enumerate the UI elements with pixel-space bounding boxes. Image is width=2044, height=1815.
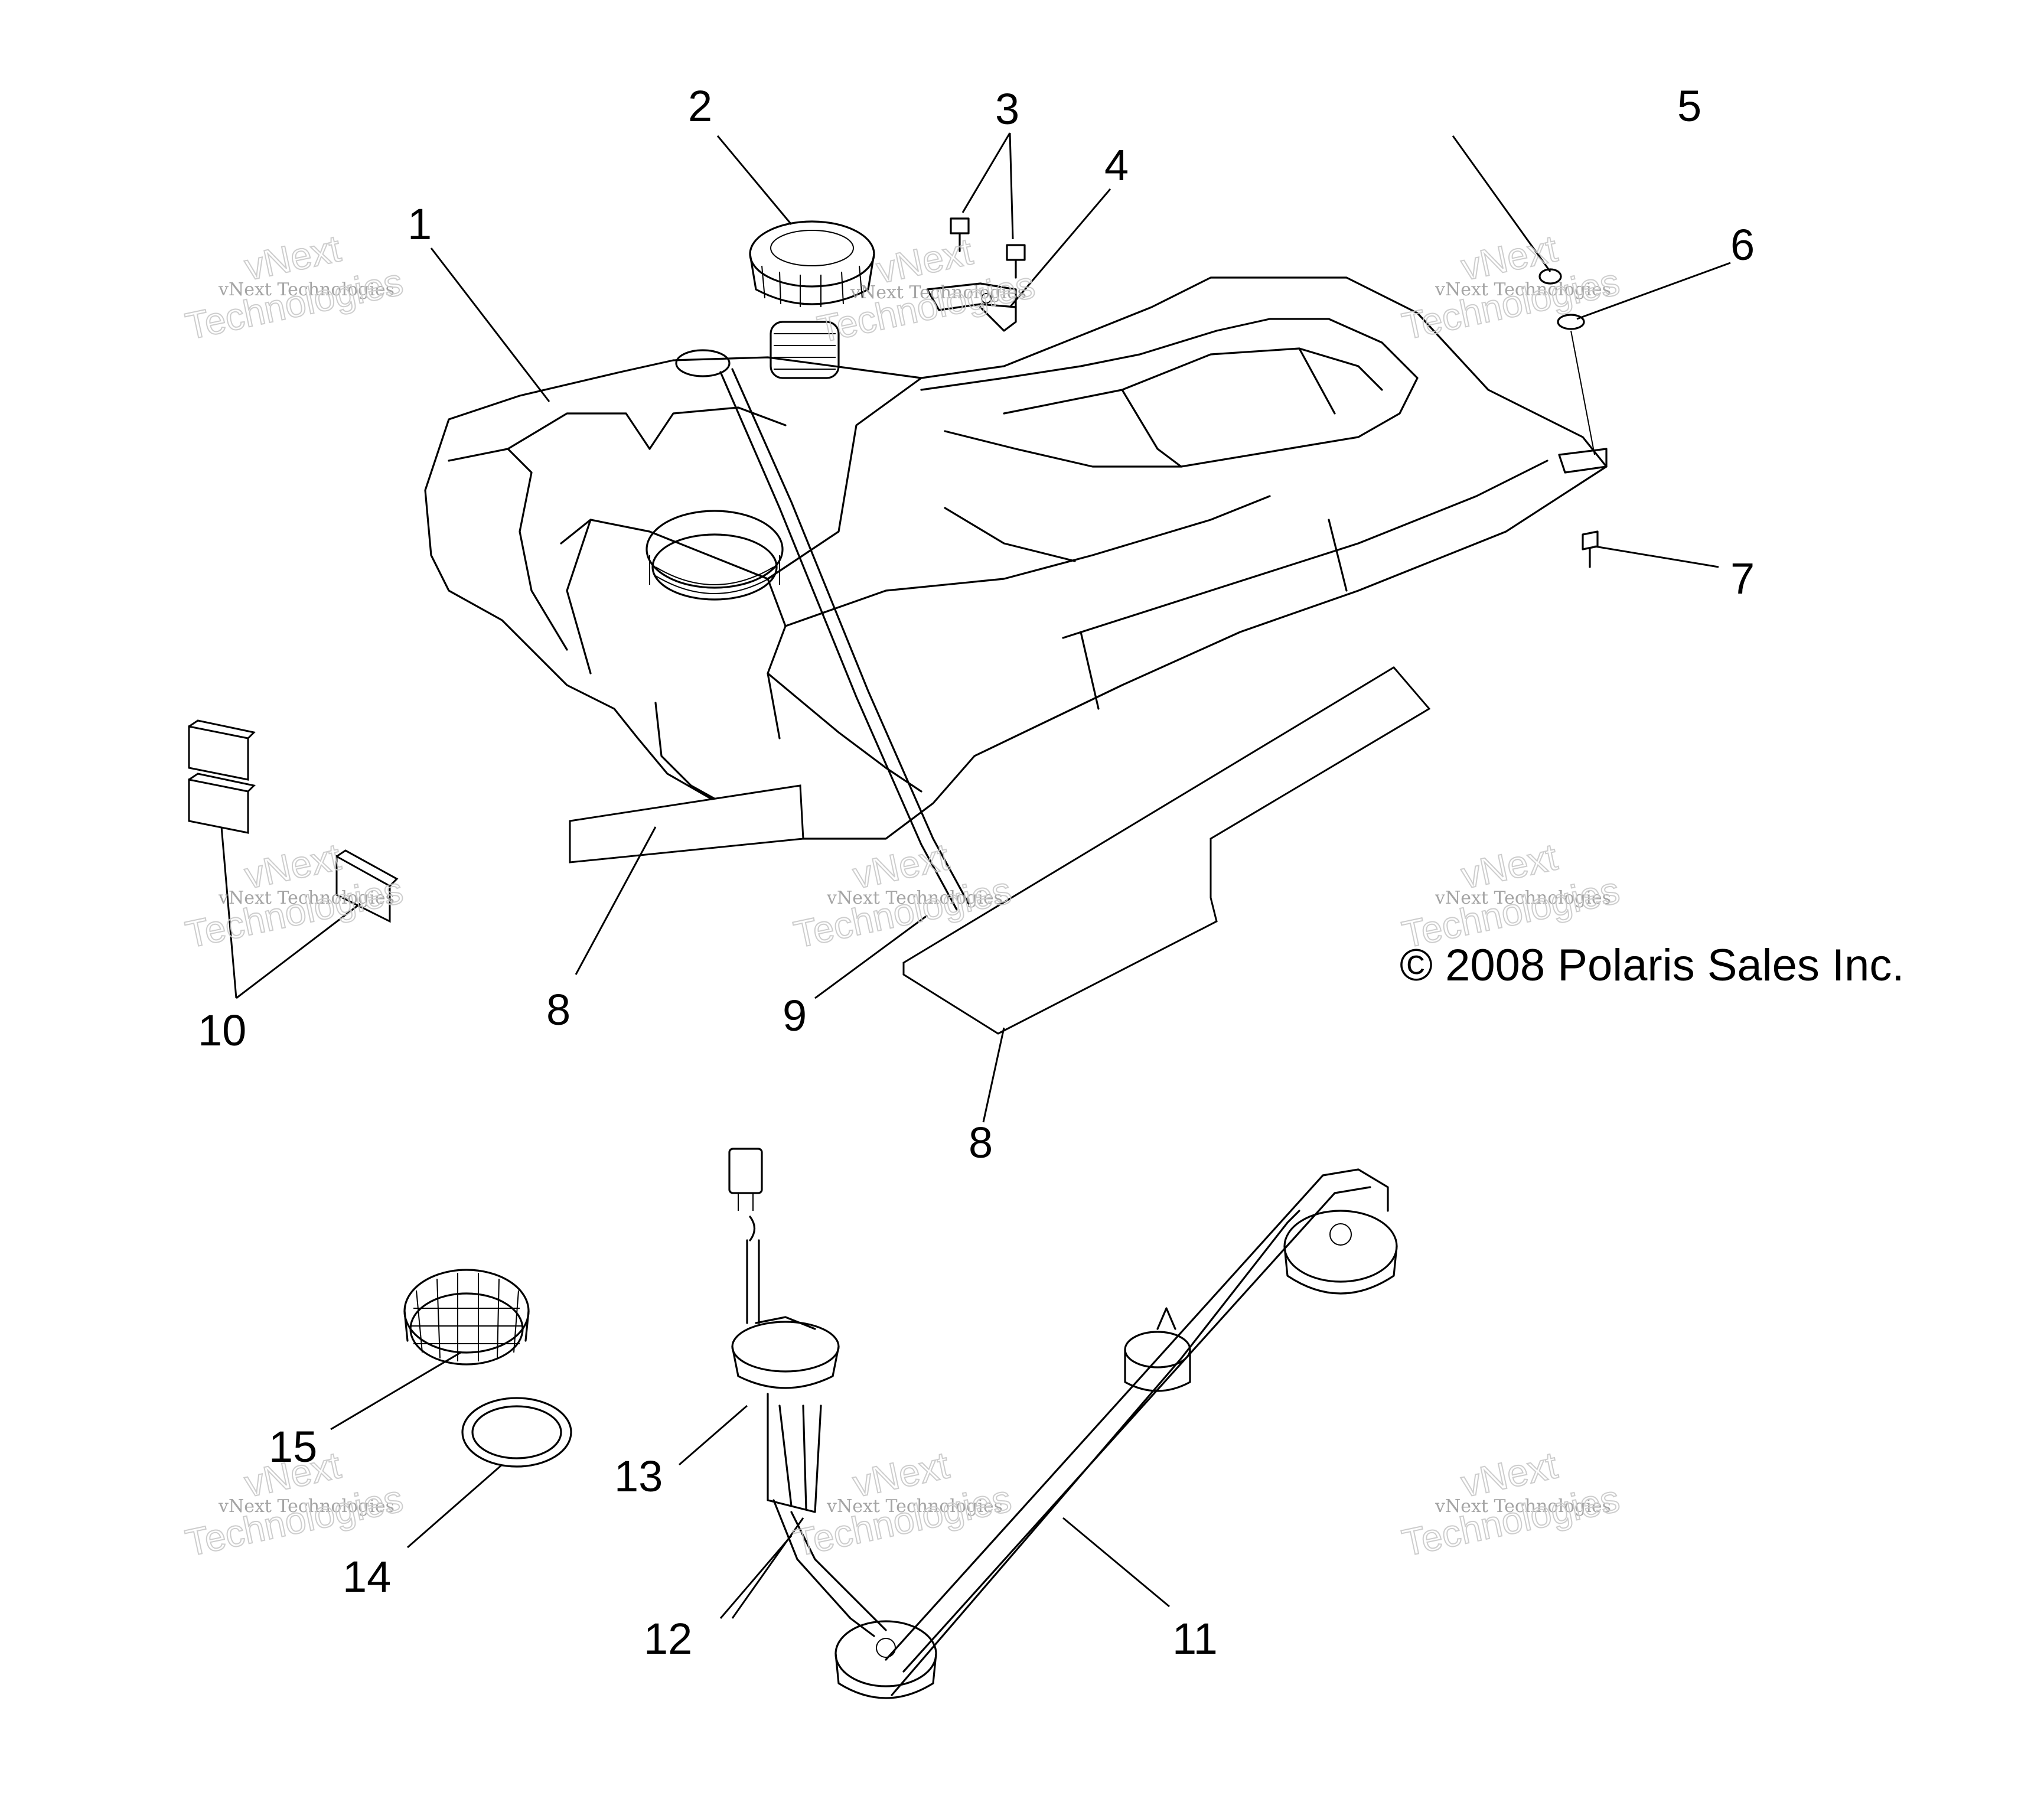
callout-2: 2	[688, 82, 712, 131]
svg-text:vNext Technologies: vNext Technologies	[1435, 888, 1611, 908]
callout-11: 11	[1172, 1614, 1218, 1663]
watermark: vNext Technologies vNext Technologies	[181, 226, 407, 348]
callout-12: 12	[644, 1614, 692, 1663]
callout-6: 6	[1730, 220, 1755, 269]
svg-text:vNext Technologies: vNext Technologies	[1435, 279, 1611, 300]
bracket	[926, 282, 1017, 332]
callout-7: 7	[1730, 554, 1755, 603]
svg-text:vNext Technologies: vNext Technologies	[826, 1496, 1003, 1517]
callout-15: 15	[269, 1422, 317, 1471]
callout-14: 14	[343, 1552, 391, 1601]
fuel-pump-module	[728, 1148, 887, 1637]
callout-1: 1	[408, 200, 432, 249]
callout-5: 5	[1677, 82, 1701, 131]
lock-ring	[403, 1269, 530, 1366]
leader-lines	[220, 132, 1731, 1619]
svg-text:vNext Technologies: vNext Technologies	[826, 888, 1003, 908]
callout-8-right: 8	[969, 1118, 993, 1167]
svg-text:vNext Technologies: vNext Technologies	[218, 279, 395, 300]
watermark: vNext Technologies vNext Technologies	[1398, 835, 1624, 956]
watermark-group: vNext Technologies vNext Technologies vN…	[181, 226, 1624, 1565]
callout-labels: 1 2 3 4 5 6 7 8 8 9 10 11 12 13 14 15	[198, 82, 1755, 1663]
callout-4: 4	[1104, 141, 1129, 190]
screws	[950, 217, 1026, 279]
fuel-tank	[424, 276, 1608, 911]
watermark: vNext Technologies vNext Technologies	[790, 1443, 1015, 1565]
callout-9: 9	[783, 991, 807, 1040]
fuel-cap	[749, 220, 875, 307]
tank-seal	[461, 1397, 572, 1468]
watermark: vNext Technologies vNext Technologies	[1398, 226, 1624, 348]
svg-text:vNext Technologies: vNext Technologies	[218, 888, 395, 908]
foam-blocks	[188, 719, 399, 923]
foam-pads	[569, 666, 1431, 1035]
svg-text:vNext Technologies: vNext Technologies	[218, 1496, 395, 1517]
callout-13: 13	[614, 1452, 663, 1501]
svg-text:vNext Technologies: vNext Technologies	[850, 282, 1026, 303]
mount-hardware	[1538, 268, 1608, 568]
callout-8-left: 8	[546, 985, 571, 1034]
callout-10: 10	[198, 1006, 246, 1055]
fuel-line-assembly	[834, 1168, 1398, 1699]
callout-3: 3	[995, 84, 1019, 133]
watermark: vNext Technologies vNext Technologies	[1398, 1443, 1624, 1565]
watermark: vNext Technologies vNext Technologies	[181, 835, 407, 956]
svg-text:vNext Technologies: vNext Technologies	[1435, 1496, 1611, 1517]
copyright-notice: © 2008 Polaris Sales Inc.	[1400, 940, 1904, 990]
watermark: vNext Technologies vNext Technologies	[813, 229, 1039, 351]
